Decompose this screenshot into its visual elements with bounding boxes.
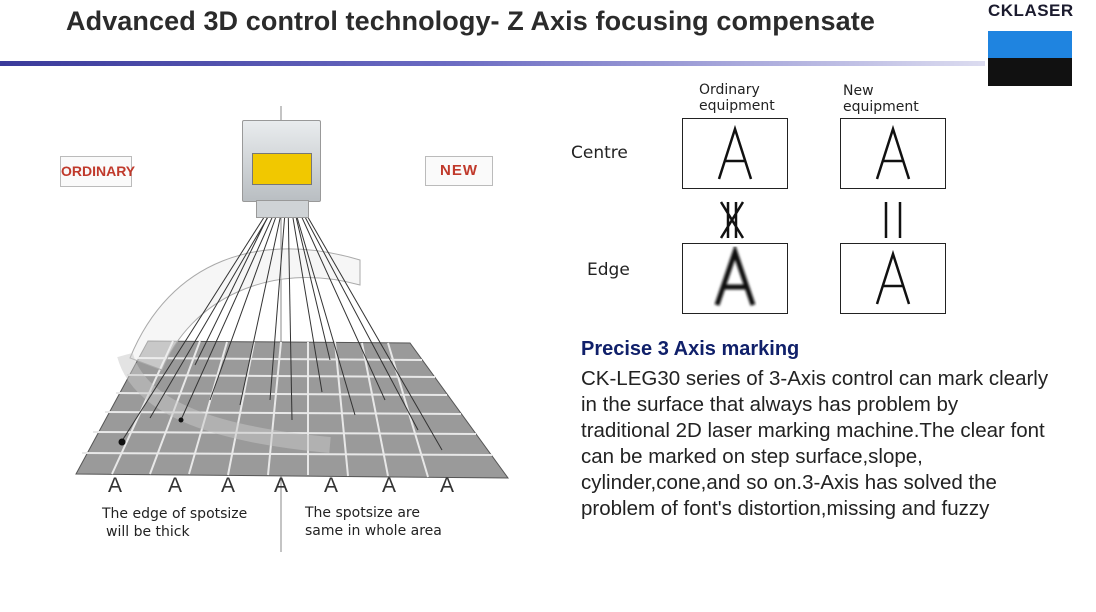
feature-heading: Precise 3 Axis marking	[581, 338, 800, 360]
header-line: New	[843, 83, 874, 99]
header-line: equipment	[699, 98, 775, 114]
sample-letter: A	[168, 474, 183, 497]
galvo-scan-head-icon	[242, 120, 321, 202]
column-header-new: New equipment	[843, 83, 919, 115]
sample-box-edge-new	[840, 243, 946, 314]
sample-box-centre-new	[840, 118, 946, 189]
slide-title: Advanced 3D control technology- Z Axis f…	[66, 6, 875, 36]
scan-beams-graphic	[75, 106, 509, 552]
sample-letter: A	[274, 474, 289, 497]
header-line: equipment	[843, 99, 919, 115]
column-header-ordinary: Ordinary equipment	[699, 82, 775, 114]
sample-box-centre-ordinary	[682, 118, 788, 189]
caption-new: The spotsize are same in whole area	[305, 504, 442, 540]
comparison-figure: Ordinary equipment New equipment Centre …	[565, 78, 950, 318]
row-label-centre: Centre	[571, 143, 628, 163]
warning-label-icon	[252, 153, 312, 185]
brand-logo-black-block	[988, 58, 1072, 86]
header-line: Ordinary	[699, 82, 760, 98]
brand-logo-text: CKLASER	[988, 1, 1074, 20]
parallel-beam-icon	[884, 202, 902, 238]
title-underline	[0, 61, 985, 66]
defocus-beam-icon	[719, 201, 745, 239]
ordinary-tag: ORDINARY	[60, 156, 135, 187]
caption-line: will be thick	[106, 524, 190, 540]
new-tag: NEW	[425, 156, 493, 186]
caption-line: The spotsize are	[305, 505, 420, 521]
brand-logo-blue-block	[988, 31, 1072, 58]
sample-letter: A	[382, 474, 397, 497]
feature-description: CK-LEG30 series of 3-Axis control can ma…	[581, 367, 1049, 520]
sample-letter: A	[108, 474, 123, 497]
laser-scan-illustration: ORDINARY NEW A A A A A A A The edge of s…	[30, 100, 550, 570]
caption-ordinary: The edge of spotsize will be thick	[102, 505, 247, 541]
sample-letter: A	[324, 474, 339, 497]
sample-letter: A	[221, 474, 236, 497]
row-label-edge: Edge	[587, 260, 630, 280]
caption-line: same in whole area	[305, 523, 442, 539]
sample-box-edge-ordinary	[682, 243, 788, 314]
sample-letter: A	[440, 474, 455, 497]
caption-line: The edge of spotsize	[102, 506, 248, 522]
scan-head-lens-icon	[256, 200, 309, 218]
